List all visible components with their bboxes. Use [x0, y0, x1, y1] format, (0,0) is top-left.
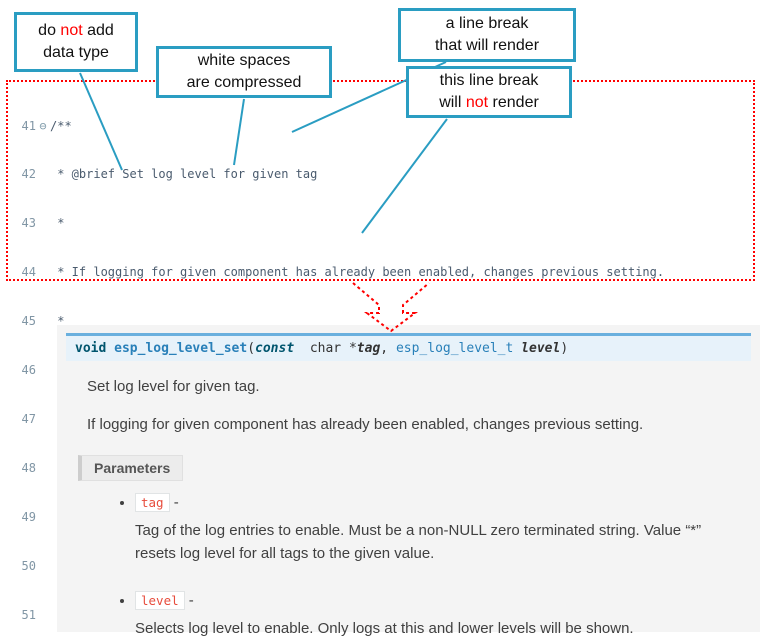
sig-type-link: esp_log_level_t — [395, 341, 514, 356]
callout-text-line: a line break — [445, 15, 529, 33]
param-head: level - — [135, 590, 760, 610]
sig-comma: , — [380, 341, 396, 356]
fold-gutter — [36, 313, 50, 329]
callout-text-line: do not add — [38, 22, 114, 40]
sig-keyword-const: const — [255, 341, 295, 356]
sig-space — [106, 341, 114, 356]
callout-line-break-not-render: this line break will not render — [406, 66, 572, 118]
fold-gutter — [36, 362, 50, 378]
callout-text-line: will not render — [439, 94, 539, 111]
parameter-list: tag - Tag of the log entries to enable. … — [57, 493, 760, 637]
param-badge-tag: tag — [135, 493, 170, 512]
fold-gutter — [36, 607, 50, 623]
code-text: * @brief Set log level for given tag — [50, 167, 318, 182]
callout-text-line: this line break — [439, 72, 539, 90]
callout-text-line: are compressed — [186, 74, 302, 91]
sig-arg-tag: tag — [356, 341, 381, 356]
param-item-tag: tag - Tag of the log entries to enable. … — [135, 493, 760, 566]
doc-brief: Set log level for given tag. — [87, 378, 260, 395]
line-number: 41 — [21, 118, 36, 133]
sig-space — [513, 341, 521, 356]
emphasis-not: not — [465, 94, 489, 111]
code-line: 43 * — [12, 215, 753, 231]
code-text: * — [50, 314, 65, 329]
line-number: 45 — [21, 314, 36, 329]
line-number: 42 — [21, 167, 36, 182]
fold-collapse-icon: ⊖ — [39, 118, 47, 133]
code-text: * If logging for given component has alr… — [50, 265, 665, 280]
fold-gutter — [36, 166, 50, 182]
line-number: 46 — [21, 363, 36, 378]
param-head: tag - — [135, 493, 760, 512]
param-item-level: level - Selects log level to enable. Onl… — [135, 590, 760, 637]
rendered-docs-panel: void esp_log_level_set(const char *tag, … — [57, 325, 760, 637]
callout-text-line: data type — [43, 44, 109, 61]
callout-text-line: white spaces — [197, 52, 291, 70]
callout-text-line: that will render — [434, 37, 540, 54]
code-line: 44 * If logging for given component has … — [12, 264, 753, 280]
fold-gutter — [36, 264, 50, 280]
code-text: /** — [50, 118, 72, 133]
fold-gutter — [36, 558, 50, 574]
function-signature: void esp_log_level_set(const char *tag, … — [66, 333, 751, 361]
line-number: 51 — [21, 607, 36, 622]
parameters-label: Parameters — [78, 455, 184, 481]
doc-description: If logging for given component has alrea… — [87, 415, 644, 433]
sig-keyword-void: void — [75, 341, 107, 356]
code-text: * — [50, 216, 65, 231]
fold-gutter — [36, 411, 50, 427]
sig-function-name: esp_log_level_set — [114, 341, 248, 356]
param-description: Tag of the log entries to enable. Must b… — [135, 522, 702, 563]
sig-paren-open: ( — [247, 341, 256, 356]
callout-line-break-renders: a line break that will render — [398, 8, 576, 62]
callout-whitespace-compressed: white spaces are compressed — [156, 46, 332, 98]
line-number: 44 — [21, 265, 36, 280]
emphasis-not: not — [60, 22, 83, 40]
line-number: 48 — [21, 460, 36, 475]
fold-gutter — [36, 215, 50, 231]
code-line: 42 * @brief Set log level for given tag — [12, 166, 753, 182]
sig-char-type: char * — [294, 341, 357, 356]
source-code-panel: 41⊖/** 42 * @brief Set log level for giv… — [6, 80, 755, 622]
line-number: 49 — [21, 509, 36, 524]
param-dash: - — [184, 591, 194, 609]
param-description: Selects log level to enable. Only logs a… — [135, 619, 634, 637]
code-line: 41⊖/** — [12, 118, 753, 134]
fold-gutter — [36, 460, 50, 476]
sig-paren-close: ) — [560, 341, 569, 356]
line-number: 50 — [21, 558, 36, 573]
param-badge-level: level — [135, 590, 185, 610]
fold-gutter — [36, 509, 50, 525]
sig-arg-level: level — [521, 341, 561, 356]
code-line: 45 * — [12, 313, 753, 329]
line-number: 43 — [21, 216, 36, 231]
param-dash: - — [169, 494, 179, 511]
line-number: 47 — [21, 411, 36, 426]
callout-no-data-type: do not add data type — [14, 12, 138, 72]
